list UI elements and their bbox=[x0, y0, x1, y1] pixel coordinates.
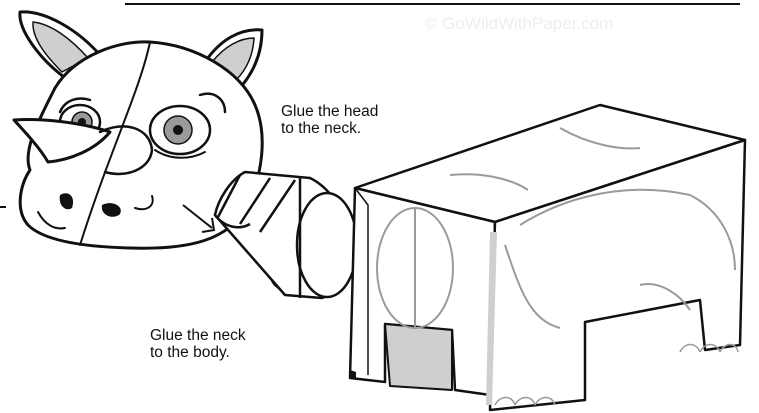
instruction-glue-neck: Glue the neck to the body. bbox=[150, 327, 246, 361]
rhino-neck-piece-icon bbox=[215, 172, 357, 298]
instruction-line: Glue the head bbox=[281, 103, 378, 120]
rhino-body-box-icon bbox=[350, 105, 745, 410]
instruction-line: Glue the neck bbox=[150, 327, 246, 344]
instruction-line: to the body. bbox=[150, 344, 246, 361]
instruction-glue-head: Glue the head to the neck. bbox=[281, 103, 378, 137]
instruction-line: to the neck. bbox=[281, 120, 378, 137]
